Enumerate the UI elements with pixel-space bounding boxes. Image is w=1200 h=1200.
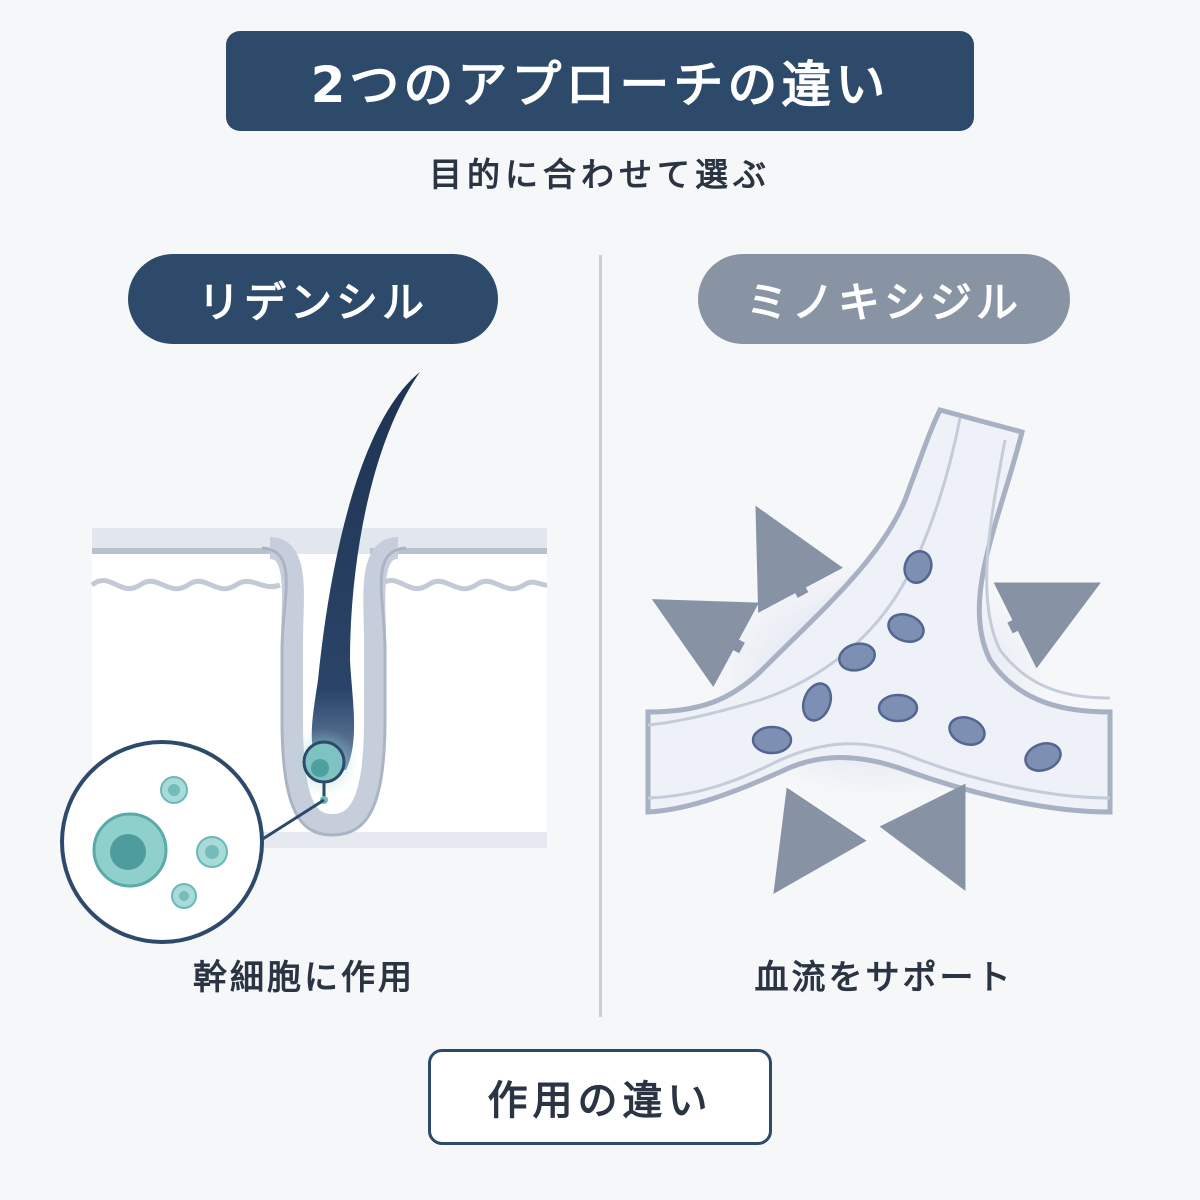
blood-cell	[801, 682, 833, 722]
arrow-icon	[651, 599, 760, 688]
blood-cell	[1024, 742, 1062, 772]
blood-cell	[751, 725, 793, 755]
blood-cell	[838, 642, 876, 672]
blood-cells	[751, 550, 1062, 772]
blood-cell	[877, 693, 919, 723]
redensyl-caption: 幹細胞に作用	[193, 958, 415, 998]
follicle-sheath	[268, 537, 400, 837]
minoxidil-label: ミノキシジル	[745, 277, 1022, 327]
footer-label-box: 作用の違い	[428, 1049, 772, 1145]
footer-label: 作用の違い	[487, 1078, 713, 1124]
magnifier-connector	[257, 798, 325, 844]
arrow-icon	[773, 787, 867, 894]
hair-shaft	[311, 372, 420, 770]
arrow-icon	[879, 783, 966, 891]
blood-cell	[887, 613, 925, 643]
blood-cell	[948, 716, 986, 746]
page-subtitle: 目的に合わせて選ぶ	[429, 155, 771, 194]
minoxidil-caption: 血流をサポート	[754, 958, 1014, 998]
center-divider	[599, 255, 602, 1017]
arrow-icon	[993, 582, 1101, 669]
stem-cell-magnifier	[60, 740, 264, 944]
blood-cell	[903, 550, 933, 584]
minoxidil-label-pill: ミノキシジル	[698, 254, 1070, 344]
page-title: 2つのアプローチの違い	[310, 56, 890, 114]
redensyl-label: リデンシル	[197, 277, 428, 327]
outflow-arrows	[651, 505, 1101, 894]
title-banner: 2つのアプローチの違い	[226, 31, 974, 131]
redensyl-label-pill: リデンシル	[128, 254, 498, 344]
arrow-icon	[755, 505, 843, 613]
